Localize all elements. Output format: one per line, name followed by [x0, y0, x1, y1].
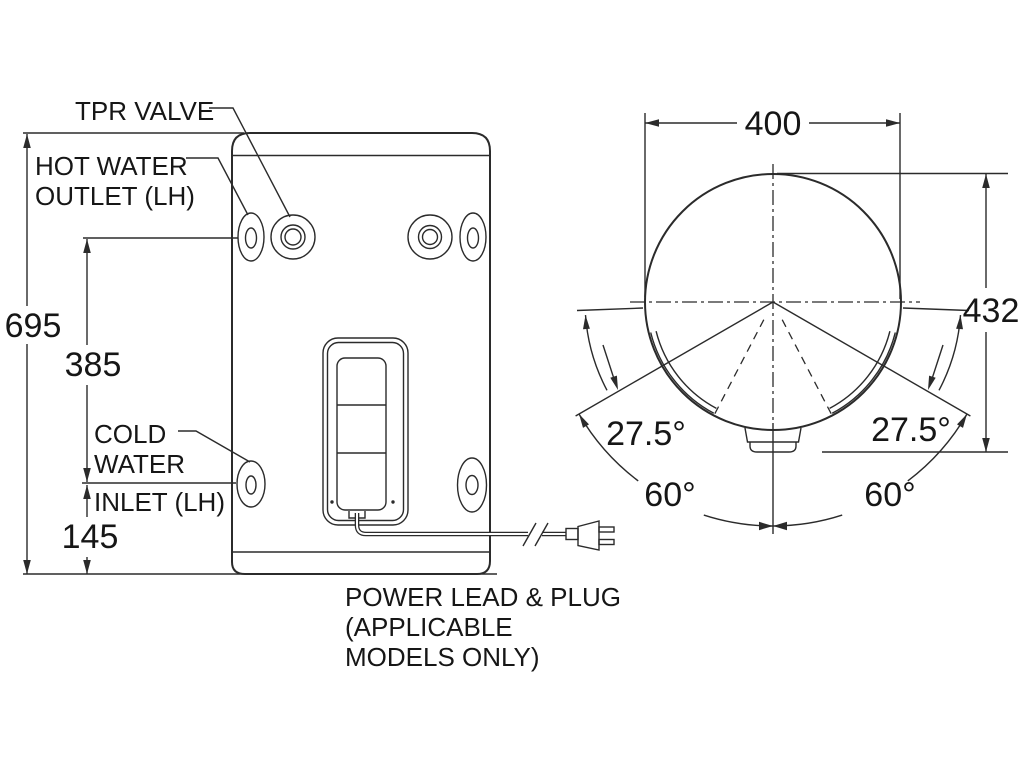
dim-145: 145: [62, 518, 119, 556]
position-rays: [575, 301, 971, 417]
dim-385: 385: [65, 346, 122, 384]
right-upper-ellipse-port: [459, 212, 487, 262]
dim-angle-60-right: 60°: [772, 413, 968, 531]
side-band-arcs: [650, 331, 896, 414]
cold-water-label-line1: COLD: [94, 419, 166, 449]
power-lead-label-line3: MODELS ONLY): [345, 642, 540, 672]
hot-water-label-line1: HOT WATER: [35, 151, 188, 181]
angle-60-right: 60°: [864, 476, 915, 514]
dim-angle-27-right: 27.5°: [871, 315, 963, 449]
ray-27-left: [714, 319, 765, 415]
ray-horizontal-left: [576, 307, 644, 312]
angle-27-right: 27.5°: [871, 411, 951, 449]
cold-water-leader: [178, 430, 251, 463]
right-lower-port: [456, 457, 488, 513]
tpr-valve-spout: [744, 427, 802, 453]
dim-overall-depth: 432: [777, 172, 1020, 453]
cord-break-mark: [522, 522, 537, 547]
angle-27-left: 27.5°: [606, 415, 686, 453]
right-upper-port: [407, 214, 453, 260]
dim-outlet-to-inlet: 385: [65, 237, 238, 482]
dim-angle-60-left: 60°: [578, 413, 774, 531]
dim-diameter: 400: [644, 105, 901, 299]
ray-60-left: [575, 301, 774, 417]
ray-27-right: [781, 319, 832, 415]
hot-water-label-line2: OUTLET (LH): [35, 181, 195, 211]
ray-60-right: [772, 301, 971, 417]
panel-screw-left: [330, 500, 334, 504]
power-lead-label-line1: POWER LEAD & PLUG: [345, 582, 621, 612]
access-panel: [322, 337, 409, 526]
cord-break-mark: [534, 522, 549, 547]
cold-water-label-line3: INLET (LH): [94, 487, 225, 517]
hot-water-leader: [186, 157, 249, 216]
tpr-valve-label: TPR VALVE: [75, 96, 214, 126]
tpr-valve-port: [270, 214, 316, 260]
dim-695: 695: [5, 307, 62, 345]
hot-water-outlet-port: [237, 212, 265, 262]
cold-water-label-line2: WATER: [94, 449, 185, 479]
front-view: 695 385 145 TPR VALVE HOT WATER OUTLET (…: [5, 96, 621, 672]
cold-water-inlet-port: [236, 460, 266, 508]
dim-400: 400: [745, 105, 802, 143]
ray-horizontal-right: [902, 307, 970, 312]
power-plug: [565, 520, 615, 551]
tpr-valve-leader: [209, 107, 291, 218]
dim-angle-27-left: 27.5°: [583, 315, 686, 453]
panel-screw-right: [391, 500, 395, 504]
dim-overall-height: 695: [5, 132, 244, 574]
power-lead-label-line2: (APPLICABLE: [345, 612, 513, 642]
dim-inlet-height: 145: [62, 482, 236, 574]
power-cord: [354, 513, 566, 547]
top-view: 60° 60° 27.5° 27.5°: [575, 105, 1020, 534]
dim-432: 432: [963, 292, 1020, 330]
angle-60-left: 60°: [644, 476, 695, 514]
tank-outline: [231, 132, 491, 575]
